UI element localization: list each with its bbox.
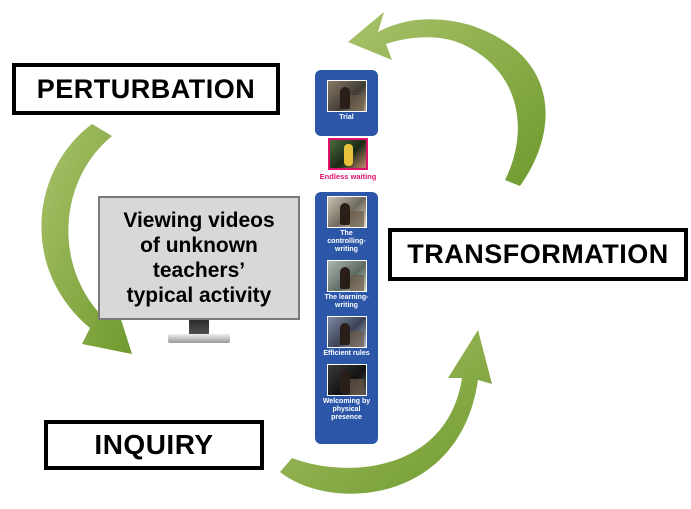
video-panel-bottom: The controlling- writing The learning- w… (315, 192, 378, 444)
video-thumbnail-trial[interactable] (326, 80, 367, 112)
video-label-trial: Trial (339, 114, 354, 121)
video-label-controlling-writing: The controlling- writing (327, 230, 366, 253)
transformation-label: TRANSFORMATION (388, 228, 688, 281)
video-thumbnail-efficient-rules[interactable] (326, 316, 367, 348)
video-label-learning-writing: The learning- writing (324, 294, 369, 309)
inquiry-label: INQUIRY (44, 420, 264, 470)
video-thumbnail-controlling-writing[interactable] (326, 196, 367, 228)
arrow-perturbation-to-inquiry (41, 124, 132, 354)
arrow-transformation-to-perturbation (348, 12, 546, 186)
monitor-base (168, 334, 230, 343)
monitor-stand (189, 320, 209, 336)
video-label-welcoming: Welcoming by physical presence (322, 398, 371, 421)
video-label-endless-waiting: Endless waiting (319, 172, 377, 181)
video-thumbnail-learning-writing[interactable] (326, 260, 367, 292)
monitor-screen: Viewing videos of unknown teachers’ typi… (98, 196, 300, 320)
perturbation-label: PERTURBATION (12, 63, 280, 115)
video-thumbnail-endless-waiting[interactable] (328, 138, 368, 170)
video-panel-top: Trial (315, 70, 378, 136)
arrow-inquiry-to-transformation (280, 330, 492, 494)
video-label-efficient-rules: Efficient rules (323, 350, 370, 357)
video-thumbnail-welcoming[interactable] (326, 364, 367, 396)
video-endless-waiting: Endless waiting (316, 138, 380, 186)
monitor-caption: Viewing videos of unknown teachers’ typi… (123, 209, 275, 307)
